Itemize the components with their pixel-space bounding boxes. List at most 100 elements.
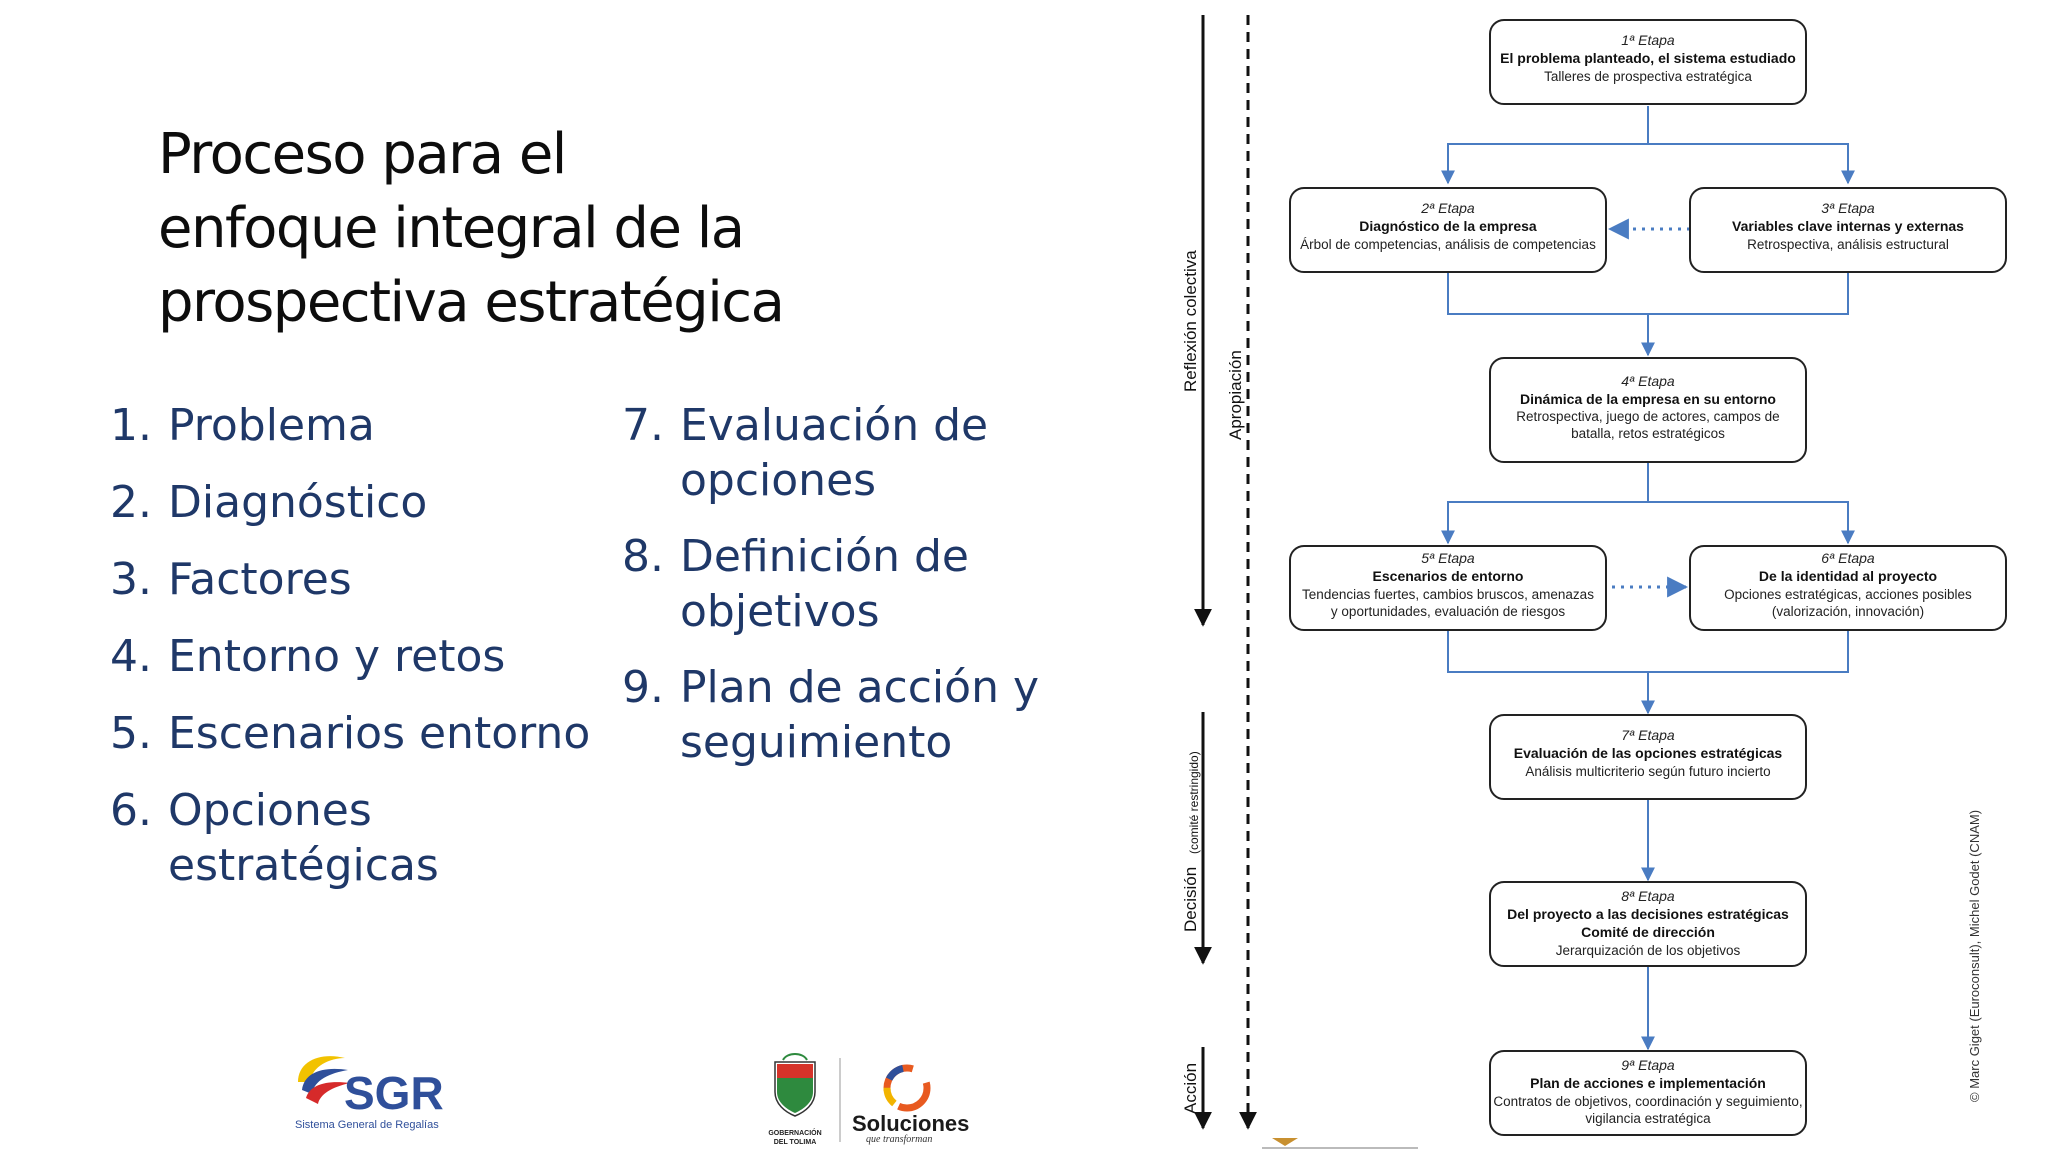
stage-title: Escenarios de entorno [1373, 568, 1524, 584]
stage-box-4: 4ª Etapa Dinámica de la empresa en su en… [1489, 357, 1807, 463]
connector-4-5 [1441, 462, 1649, 545]
list-item: 9. Plan de acción y seguimiento [622, 660, 1062, 770]
sgr-logo: SGR Sistema General de Regalías [295, 1056, 444, 1131]
dotted-links [1607, 218, 1690, 598]
stage-title: El problema planteado, el sistema estudi… [1500, 50, 1796, 66]
sgr-swoosh-red [306, 1082, 350, 1104]
list-number: 4. [110, 631, 152, 682]
gobernacion-text: GOBERNACIÓN [768, 1128, 821, 1137]
stage-desc: Tendencias fuertes, cambios bruscos, ame… [1302, 587, 1594, 602]
stage-title: Diagnóstico de la empresa [1359, 218, 1537, 234]
stage-desc: Opciones estratégicas, acciones posibles [1724, 587, 1972, 602]
stage-box-6: 6ª Etapa De la identidad al proyecto Opc… [1689, 545, 2007, 631]
soluciones-logo: Soluciones que transforman [852, 1064, 969, 1145]
decision-note: (comité restringido) [1187, 751, 1201, 854]
list-item: 4. Entorno y retos [110, 629, 630, 684]
list-item: 6. Opciones estratégicas [110, 783, 630, 893]
list-item: 1. Problema [110, 398, 630, 453]
list-text: Opciones estratégicas [168, 785, 439, 891]
stage-desc: Árbol de competencias, análisis de compe… [1300, 237, 1596, 252]
title-line-2: enfoque integral de la [158, 196, 745, 261]
stage-desc: vigilancia estratégica [1585, 1111, 1711, 1126]
stage-label: 1ª Etapa [1621, 32, 1675, 48]
slide-title: Proceso para el enfoque integral de la p… [158, 118, 858, 340]
stage-desc: (valorización, innovación) [1772, 604, 1924, 619]
stage-title: Variables clave internas y externas [1732, 218, 1964, 234]
connectors [1441, 106, 1855, 1051]
stage-label: 2ª Etapa [1420, 200, 1475, 216]
list-item: 7. Evaluación de opciones [622, 398, 1062, 508]
stage-label: 5ª Etapa [1421, 550, 1475, 566]
stage-box-2: 2ª Etapa Diagnóstico de la empresa Árbol… [1289, 187, 1607, 273]
gobernacion-text-2: DEL TOLIMA [774, 1139, 817, 1146]
list-text: Escenarios entorno [168, 708, 591, 759]
stage-desc: Jerarquización de los objetivos [1556, 943, 1741, 958]
connector-5-6-join [1447, 630, 1849, 673]
decision-label: Decisión [1181, 867, 1200, 932]
list-number: 6. [110, 785, 152, 836]
list-text: Evaluación de opciones [680, 400, 989, 506]
diagram-credit: © Marc Giget (Euroconsult), Michel Godet… [1967, 810, 1982, 1102]
stage-box-3: 3ª Etapa Variables clave internas y exte… [1689, 187, 2007, 273]
list-text: Problema [168, 400, 375, 451]
sgr-logo-subtitle: Sistema General de Regalías [295, 1119, 439, 1131]
stage-title: Evaluación de las opciones estratégicas [1514, 745, 1783, 761]
connector-4-6 [1648, 501, 1855, 545]
stage-label: 9ª Etapa [1621, 1057, 1675, 1073]
reflexion-label: Reflexión colectiva [1181, 250, 1200, 392]
stage-desc: Retrospectiva, análisis estructural [1747, 237, 1949, 252]
stage-label: 8ª Etapa [1621, 888, 1675, 904]
bottom-marker-icon [1272, 1138, 1298, 1146]
stage-box-5: 5ª Etapa Escenarios de entorno Tendencia… [1289, 545, 1607, 631]
stage-box-9: 9ª Etapa Plan de acciones e implementaci… [1489, 1050, 1807, 1136]
stage-desc: Contratos de objetivos, coordinación y s… [1493, 1094, 1802, 1109]
stage-desc: batalla, retos estratégicos [1571, 426, 1725, 441]
list-number: 3. [110, 554, 152, 605]
stage-subtitle: Comité de dirección [1581, 924, 1715, 940]
stage-title: Plan de acciones e implementación [1530, 1075, 1766, 1091]
list-text: Entorno y retos [168, 631, 506, 682]
list-number: 2. [110, 477, 152, 528]
gobernacion-logo: GOBERNACIÓN DEL TOLIMA [768, 1053, 841, 1146]
soluciones-subtitle: que transforman [866, 1134, 932, 1145]
sgr-swoosh-blue [302, 1068, 348, 1094]
steps-list-left: 1. Problema 2. Diagnóstico 3. Factores 4. En… [110, 398, 630, 915]
list-text: Factores [168, 554, 352, 605]
stage-title: Dinámica de la empresa en su entorno [1520, 391, 1776, 407]
connector-2-3-join [1447, 272, 1849, 315]
stage-label: 7ª Etapa [1621, 727, 1675, 743]
list-number: 8. [622, 531, 664, 582]
list-text: Plan de acción y seguimiento [680, 662, 1039, 768]
list-number: 1. [110, 400, 152, 451]
apropiacion-label: Apropiación [1226, 350, 1245, 440]
stage-title: De la identidad al proyecto [1759, 568, 1937, 584]
stage-box-1: 1ª Etapa El problema planteado, el siste… [1489, 19, 1807, 105]
stage-title: Del proyecto a las decisiones estratégic… [1507, 906, 1789, 922]
sgr-swoosh-yellow [298, 1056, 345, 1082]
stage-desc: Talleres de prospectiva estratégica [1544, 69, 1752, 84]
sgr-logo-text: SGR [344, 1067, 444, 1119]
steps-list-right: 7. Evaluación de opciones 8. Definición de… [622, 398, 1062, 791]
stage-label: 4ª Etapa [1621, 373, 1675, 389]
stage-desc: Análisis multicriterio según futuro inci… [1525, 764, 1770, 779]
list-number: 5. [110, 708, 152, 759]
title-line-3: prospectiva estratégica [158, 270, 785, 335]
accion-label: Acción [1181, 1063, 1200, 1114]
phase-arrows: Reflexión colectiva Apropiación Decisión… [1181, 15, 1418, 1149]
list-number: 9. [622, 662, 664, 713]
list-item: 8. Definición de objetivos [622, 529, 1062, 639]
list-text: Diagnóstico [168, 477, 428, 528]
stage-box-7: 7ª Etapa Evaluación de las opciones estr… [1489, 714, 1807, 800]
stage-desc: Retrospectiva, juego de actores, campos … [1516, 409, 1779, 424]
soluciones-text: Soluciones [852, 1111, 969, 1136]
list-item: 5. Escenarios entorno [110, 706, 630, 761]
stage-desc: y oportunidades, evaluación de riesgos [1331, 604, 1565, 619]
stage-box-8: 8ª Etapa Del proyecto a las decisiones e… [1489, 881, 1807, 967]
connector-1-3 [1648, 143, 1855, 185]
title-line-1: Proceso para el [158, 122, 567, 187]
connector-1-2 [1441, 106, 1649, 185]
list-number: 7. [622, 400, 664, 451]
list-text: Definición de objetivos [680, 531, 969, 637]
list-item: 3. Factores [110, 552, 630, 607]
